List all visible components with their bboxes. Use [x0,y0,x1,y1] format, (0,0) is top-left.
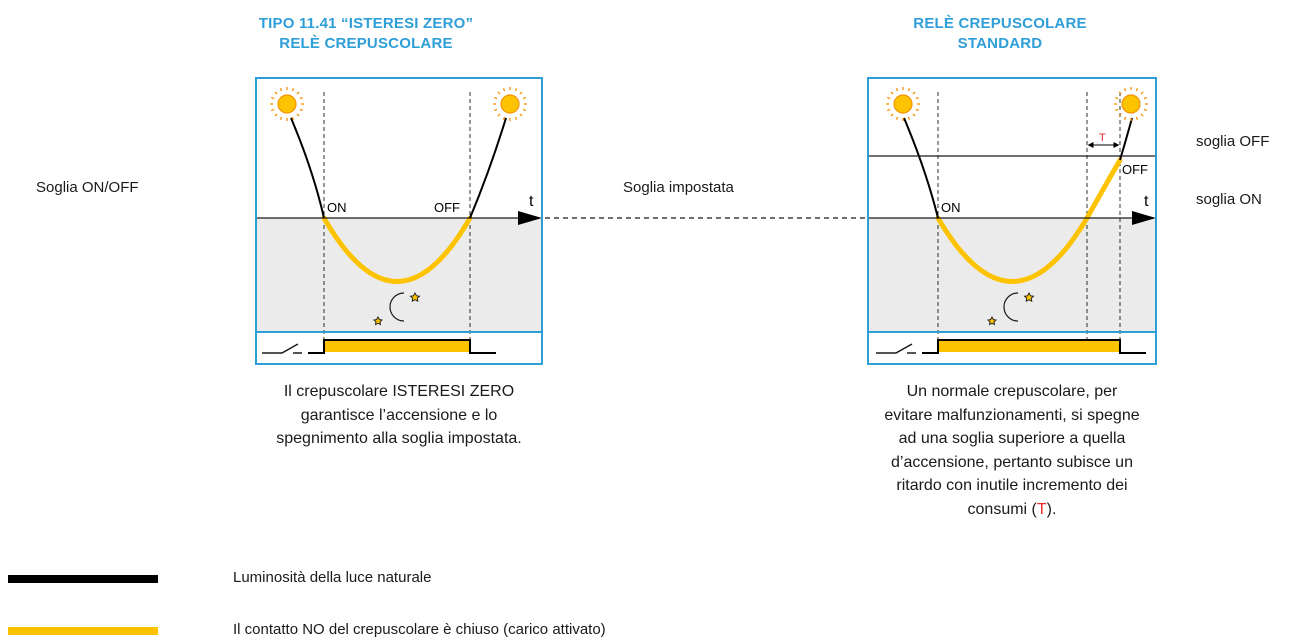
right-contact-bar [938,340,1120,352]
right-panel-title: RELÈ CREPUSCOLARE STANDARD [880,14,1120,54]
left-caption-line: garantisce l’accensione e lo [300,406,498,424]
soglia-off-label: soglia OFF [1196,133,1270,150]
right-night-area [868,218,1156,332]
sun-icon [1113,86,1149,122]
right-contact-closed-curve [935,215,1090,284]
right-caption-line: evitare malfunzionamenti, si spegne [884,406,1140,424]
right-on-label: ON [941,200,961,215]
right-caption: Un normale crepuscolare, per evitare mal… [836,380,1188,521]
right-time-arrow [1132,211,1156,225]
sun-icon [492,86,528,122]
left-t-label: t [529,193,534,210]
left-luminosity-curve-descending [290,117,325,219]
left-title-line-2: RELÈ CREPUSCOLARE [279,35,453,52]
left-off-label: OFF [434,200,460,215]
soglia-impostata-label: Soglia impostata [623,179,734,196]
legend-swatch-luminosity [8,575,158,583]
legend-label-luminosity: Luminosità della luce naturale [233,569,432,586]
right-panel-frame [867,77,1157,365]
left-time-arrow [518,211,542,225]
delay-label: T [1099,132,1106,144]
left-contact-signal [308,339,496,354]
right-caption-line: Un normale crepuscolare, per [906,383,1118,400]
left-contact-bar [324,340,470,352]
right-chart: ON OFF t T [867,77,1157,365]
right-delay-curve [1084,157,1123,221]
right-title-line-1: RELÈ CREPUSCOLARE [913,15,1087,32]
open-switch-icon [876,343,913,354]
left-contact-closed-curve [321,215,473,284]
right-caption-line: ad una soglia superiore a quella [898,430,1126,447]
right-caption-last-line: consumi (T). [967,500,1057,518]
open-switch-icon [262,343,299,354]
comparison-diagram: ON OFF t ON OFF t T [255,77,1157,365]
right-contact-signal [922,339,1146,354]
sun-icon [885,86,921,122]
left-panel-frame [255,77,543,365]
left-caption-line: Il crepuscolare ISTERESI ZERO [283,383,515,400]
legend-label-contact: Il contatto NO del crepuscolare è chiuso… [233,621,606,638]
legend-swatch-contact [8,627,158,635]
left-caption-line: spegnimento alla soglia impostata. [276,430,522,447]
right-t-label: t [1144,193,1149,210]
left-on-label: ON [327,200,347,215]
delay-highlight: T [1036,500,1047,518]
sun-icon [269,86,305,122]
right-caption-line: ritardo con inutile incremento dei [896,477,1128,494]
left-panel-title: TIPO 11.41 “ISTERESI ZERO” RELÈ CREPUSCO… [236,14,496,54]
right-luminosity-curve-ascending [1119,117,1133,161]
left-chart: ON OFF t [255,77,543,365]
right-off-label: OFF [1122,162,1148,177]
right-luminosity-curve-descending [903,117,939,219]
soglia-on-off-label: Soglia ON/OFF [36,179,139,196]
right-title-line-2: STANDARD [957,35,1043,52]
soglia-on-label: soglia ON [1196,191,1262,208]
left-title-line-1: TIPO 11.41 “ISTERESI ZERO” [258,15,474,32]
left-luminosity-curve-ascending [469,117,507,219]
left-caption: Il crepuscolare ISTERESI ZERO garantisce… [226,380,572,451]
right-caption-line: d’accensione, pertanto subisce un [891,453,1133,471]
left-night-area [256,218,542,332]
